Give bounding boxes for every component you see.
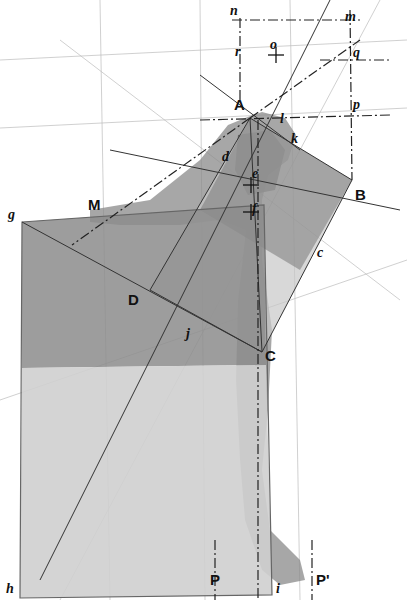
point-label: o: [270, 38, 277, 52]
point-label: c: [317, 246, 323, 260]
point-label: C: [265, 348, 276, 363]
point-label: p: [353, 98, 360, 112]
point-label: q: [353, 46, 360, 60]
point-label: D: [128, 292, 139, 307]
point-label: j: [186, 327, 190, 341]
point-label: n: [230, 4, 238, 18]
point-label: P': [316, 572, 330, 587]
point-label: l: [280, 112, 284, 126]
point-label: k: [291, 132, 298, 146]
point-label: f: [252, 202, 257, 216]
point-label: B: [355, 187, 366, 202]
point-label: r: [235, 45, 240, 59]
point-label: A: [234, 97, 245, 112]
point-label: m: [345, 10, 356, 24]
point-label: d: [222, 150, 229, 164]
point-label: g: [8, 208, 15, 222]
point-label: i: [276, 582, 280, 596]
point-label: M: [88, 197, 101, 212]
point-label: P: [210, 572, 220, 587]
point-label: h: [6, 582, 14, 596]
point-label: e: [252, 167, 258, 181]
